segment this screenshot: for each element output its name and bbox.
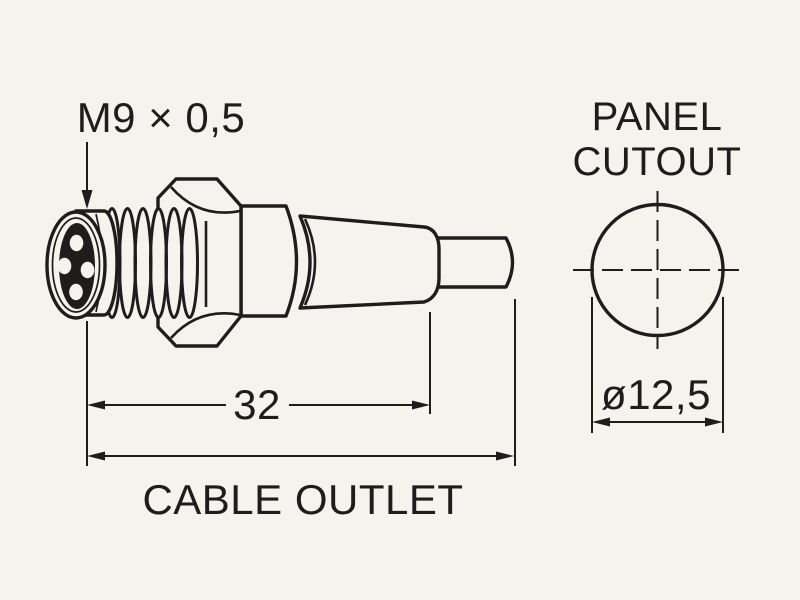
cutout-diameter-dimension: ø12,5 xyxy=(591,297,724,433)
leader-arrowhead xyxy=(81,190,93,209)
boot-mouth-rim xyxy=(303,218,317,306)
dim-arrow-right xyxy=(412,400,430,410)
cable-stub xyxy=(422,236,515,289)
panel-cutout-view: PANEL CUTOUT ø12,5 xyxy=(573,95,742,433)
thread-callout: M9 × 0,5 xyxy=(77,94,246,209)
cable-outlet-label: CABLE OUTLET xyxy=(142,476,463,523)
face-insert xyxy=(59,223,95,309)
hex-chamfer-top xyxy=(170,186,241,214)
coupling-sleeve xyxy=(239,204,299,318)
length-dimension-value: 32 xyxy=(233,381,281,428)
connector-side-view xyxy=(45,177,515,348)
panel-cutout-title-line2: CUTOUT xyxy=(573,140,742,184)
dim-arrow-left xyxy=(87,400,105,410)
contact-hole-top xyxy=(69,234,84,252)
dim-arrow-right xyxy=(496,451,514,461)
cutout-diameter-value: ø12,5 xyxy=(601,371,711,418)
hex-chamfer-bottom xyxy=(170,312,241,339)
face-inner-ring xyxy=(51,217,101,313)
dimension-32: 32 xyxy=(87,381,430,428)
contact-hole-right xyxy=(80,261,95,279)
side-view-dimensions: 32 CABLE OUTLET xyxy=(86,299,516,523)
contact-hole-bottom xyxy=(69,283,83,301)
panel-cutout-title-line1: PANEL xyxy=(592,95,723,139)
thread-label: M9 × 0,5 xyxy=(77,94,246,141)
dim-arrow-left xyxy=(592,417,610,427)
cable-outlet-dimension xyxy=(87,451,514,461)
dim-arrow-right xyxy=(705,417,723,427)
strain-relief-boot xyxy=(298,214,441,310)
dim-arrow-left xyxy=(87,451,105,461)
thread-crest xyxy=(180,207,199,319)
contact-hole-left xyxy=(57,257,72,275)
